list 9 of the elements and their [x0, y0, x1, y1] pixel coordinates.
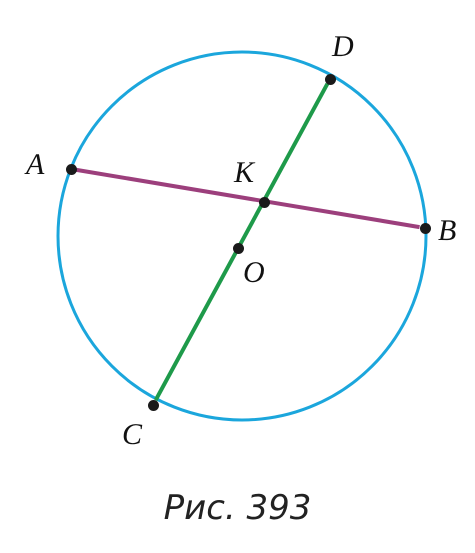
- chord-line: [154, 82, 330, 402]
- point-label: A: [26, 150, 44, 180]
- point-label: C: [122, 420, 142, 450]
- point-label: O: [243, 258, 265, 288]
- point-label: K: [234, 158, 254, 188]
- point-label: B: [438, 216, 456, 246]
- figure-caption: Рис. 393: [162, 488, 312, 528]
- chord-line: [76, 168, 420, 230]
- point-label: D: [332, 32, 354, 62]
